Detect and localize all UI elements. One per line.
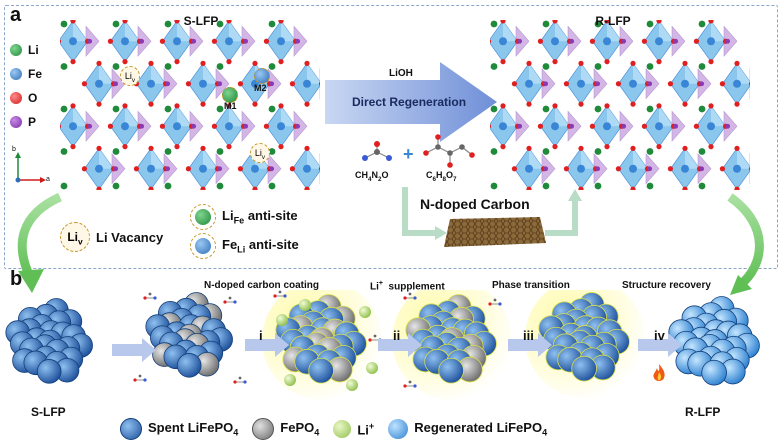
roman-ii: ii [393, 328, 400, 343]
regenerated-lifepo4-icon [388, 419, 408, 439]
roman-iii: iii [523, 328, 534, 343]
p-atom-icon [10, 116, 22, 128]
fe-atom-icon [10, 68, 22, 80]
legend-o: O [10, 86, 42, 110]
element-legend: Li Fe O P [10, 38, 42, 134]
li-vacancy-marker: Liv [120, 66, 140, 86]
axis-b-label: b [12, 146, 16, 153]
spent-lifepo4-icon [120, 418, 142, 440]
particle-legend: Spent LiFePO4 FePO4 Li+ Regenerated LiFe… [120, 418, 547, 440]
s-lfp-crystal-structure [60, 20, 320, 190]
roman-iv: iv [654, 328, 665, 343]
legend-li: Li [10, 38, 42, 62]
lioh-label: LiOH [389, 68, 413, 79]
roman-i: i [259, 328, 263, 343]
li-atom-icon [10, 44, 22, 56]
citric-acid-molecule-icon [418, 133, 478, 171]
m2-label: M2 [254, 83, 267, 93]
r-lfp-bottom-label: R-LFP [685, 405, 720, 419]
m2-site-marker [254, 68, 270, 84]
m1-label: M1 [224, 101, 237, 111]
s-lfp-title: S-LFP [166, 14, 236, 28]
citric-acid-formula: C6H8O7 [426, 170, 457, 183]
li-ion-icon [333, 420, 351, 438]
legend-fe: Fe [10, 62, 42, 86]
r-lfp-crystal-structure [490, 20, 750, 190]
flame-icon [652, 364, 666, 382]
r-lfp-title: R-LFP [578, 14, 648, 28]
fepo4-icon [252, 418, 274, 440]
urea-formula: CH4N2O [355, 170, 389, 183]
urea-molecule-icon [355, 140, 405, 170]
regeneration-process-illustration [0, 290, 780, 410]
s-lfp-bottom-label: S-LFP [31, 405, 66, 419]
axis-a-label: a [46, 176, 50, 183]
direct-regeneration-label: Direct Regeneration [352, 95, 466, 109]
li-vacancy-marker-2: Liv [250, 143, 270, 163]
legend-p: P [10, 110, 42, 134]
plus-sign: + [403, 144, 414, 165]
o-atom-icon [10, 92, 22, 104]
panel-b-letter: b [10, 268, 22, 291]
panel-a-letter: a [10, 4, 21, 27]
